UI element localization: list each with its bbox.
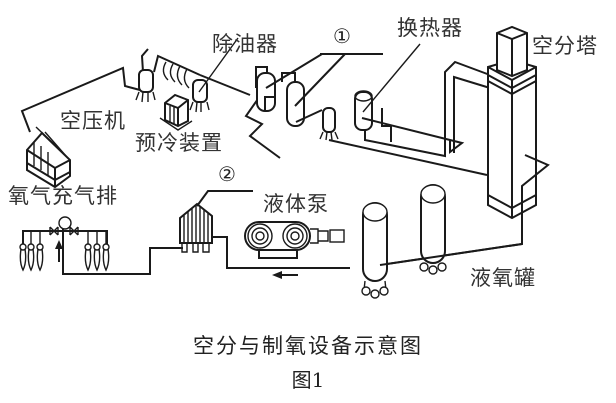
vaporizer-icon bbox=[179, 190, 253, 253]
separator-1-icon bbox=[135, 48, 156, 103]
pipe-compressor-out bbox=[20, 66, 141, 133]
label-precooling-unit: 预冷装置 bbox=[135, 131, 223, 155]
label-liquid-pump: 液体泵 bbox=[263, 192, 329, 216]
oil-remover-icon bbox=[189, 37, 239, 113]
label-liquid-oxygen-tank: 液氧罐 bbox=[470, 266, 536, 290]
figure-number: 图1 bbox=[291, 368, 325, 392]
filter-vessels-icon bbox=[255, 53, 346, 127]
expander-icon bbox=[319, 107, 339, 141]
flow-arrow-icon bbox=[272, 271, 298, 279]
label-heat-exchanger: 换热器 bbox=[397, 16, 463, 40]
oxygen-filling-manifold-icon bbox=[19, 216, 110, 272]
marker-1: ① bbox=[333, 24, 351, 48]
label-oil-remover: 除油器 bbox=[212, 32, 278, 56]
figure-title: 空分与制氧设备示意图 bbox=[193, 334, 423, 358]
cooling-coil-icon bbox=[162, 61, 190, 89]
air-separation-tower-icon bbox=[379, 25, 550, 266]
liquid-oxygen-tank-1-icon bbox=[361, 202, 389, 299]
liquid-pump-icon bbox=[244, 221, 345, 259]
label-air-compressor: 空压机 bbox=[60, 109, 126, 133]
label-separation-tower: 空分塔 bbox=[532, 34, 598, 58]
air-compressor-house-icon bbox=[26, 126, 71, 189]
marker-2: ② bbox=[218, 162, 236, 186]
liquid-oxygen-tank-2-icon bbox=[419, 184, 447, 275]
heat-exchanger-icon bbox=[354, 43, 491, 158]
label-oxygen-filling-manifold: 氧气充气排 bbox=[8, 184, 118, 208]
precooling-unit-icon bbox=[159, 93, 193, 131]
